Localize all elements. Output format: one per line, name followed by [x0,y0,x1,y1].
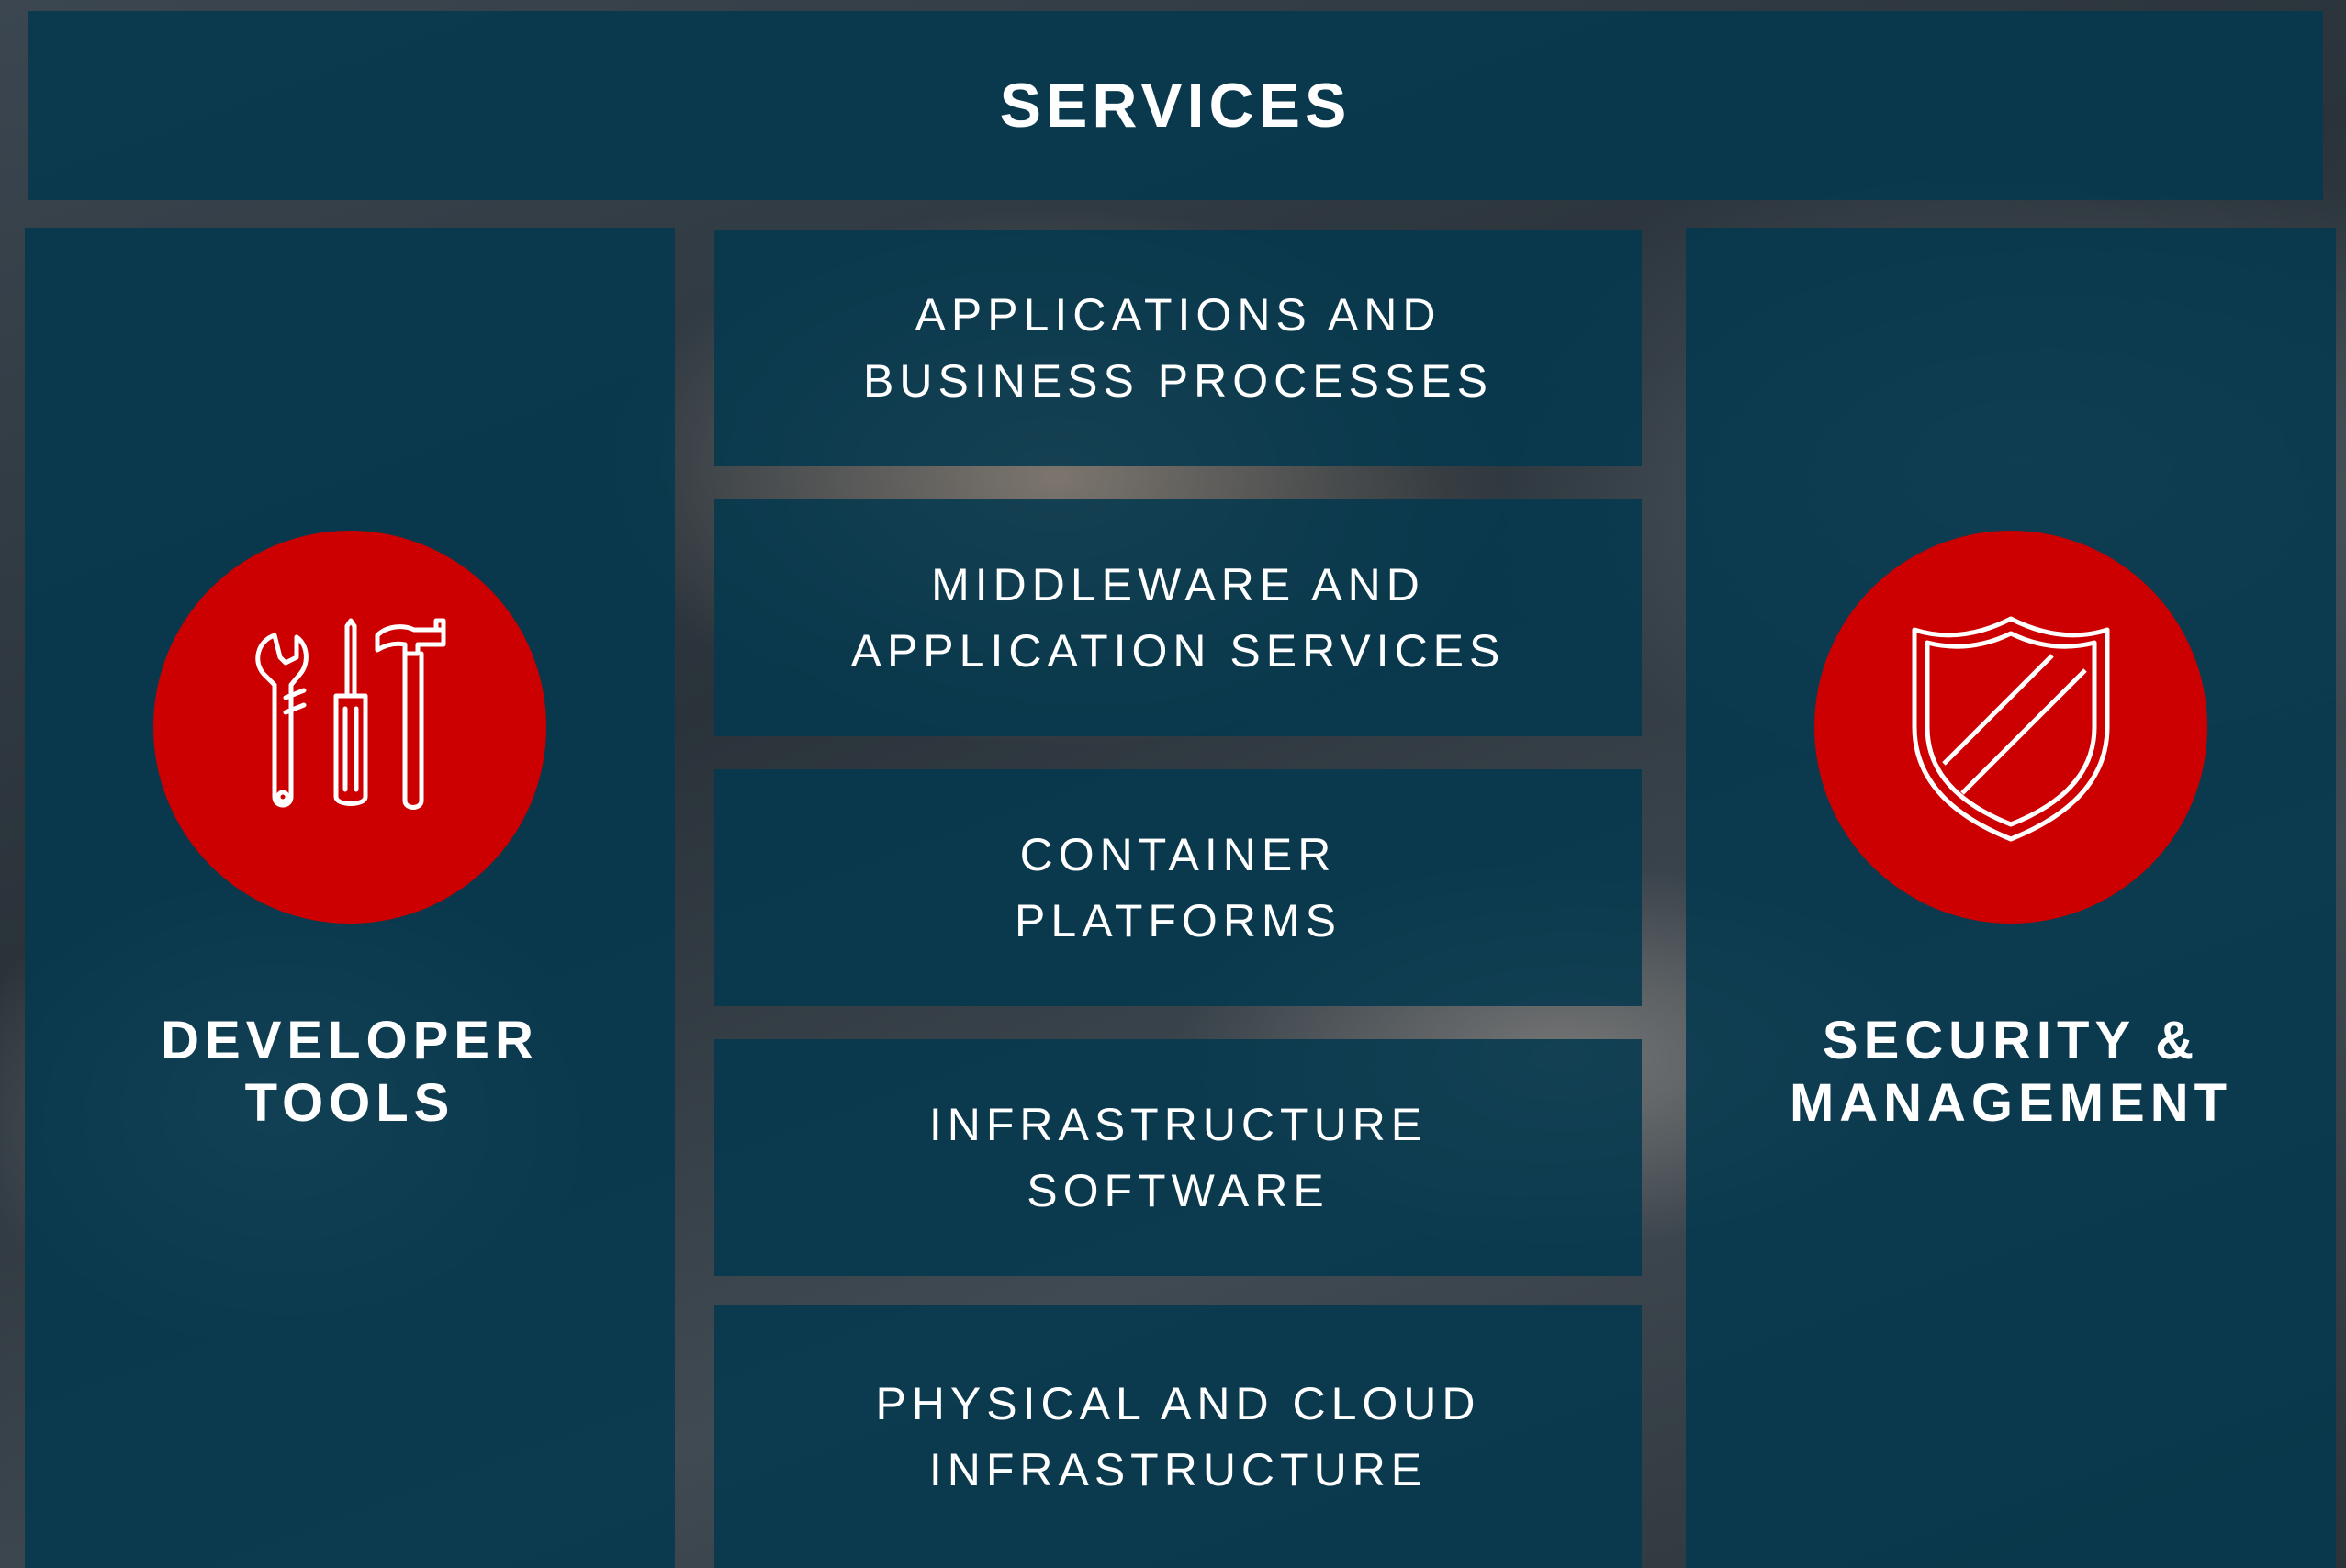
developer-tools-title: DEVELOPER TOOLS [161,1011,539,1133]
layer-label: CONTAINER PLATFORMS [1015,829,1341,946]
layer-infrastructure-software: INFRASTRUCTURE SOFTWARE [714,1039,1642,1276]
layer-label: APPLICATIONS AND BUSINESS PROCESSES [863,289,1493,407]
security-management-title: SECURITY & MANAGEMENT [1789,1011,2233,1133]
security-management-badge [1814,531,2207,924]
layer-physical-cloud: PHYSICAL AND CLOUD INFRASTRUCTURE [714,1305,1642,1568]
shield-icon [1912,616,2110,842]
developer-tools-panel: DEVELOPER TOOLS [25,228,675,1568]
developer-tools-badge [153,531,546,924]
layer-label: MIDDLEWARE AND APPLICATION SERVICES [850,559,1506,677]
layer-container-platforms: CONTAINER PLATFORMS [714,769,1642,1006]
layer-applications: APPLICATIONS AND BUSINESS PROCESSES [714,230,1642,466]
layer-label: INFRASTRUCTURE SOFTWARE [928,1099,1428,1216]
security-management-panel: SECURITY & MANAGEMENT [1686,228,2336,1568]
tools-icon [255,618,446,810]
layer-label: PHYSICAL AND CLOUD INFRASTRUCTURE [875,1378,1481,1495]
layer-middleware: MIDDLEWARE AND APPLICATION SERVICES [714,499,1642,736]
services-banner: SERVICES [28,11,2323,200]
services-title: SERVICES [999,71,1352,140]
